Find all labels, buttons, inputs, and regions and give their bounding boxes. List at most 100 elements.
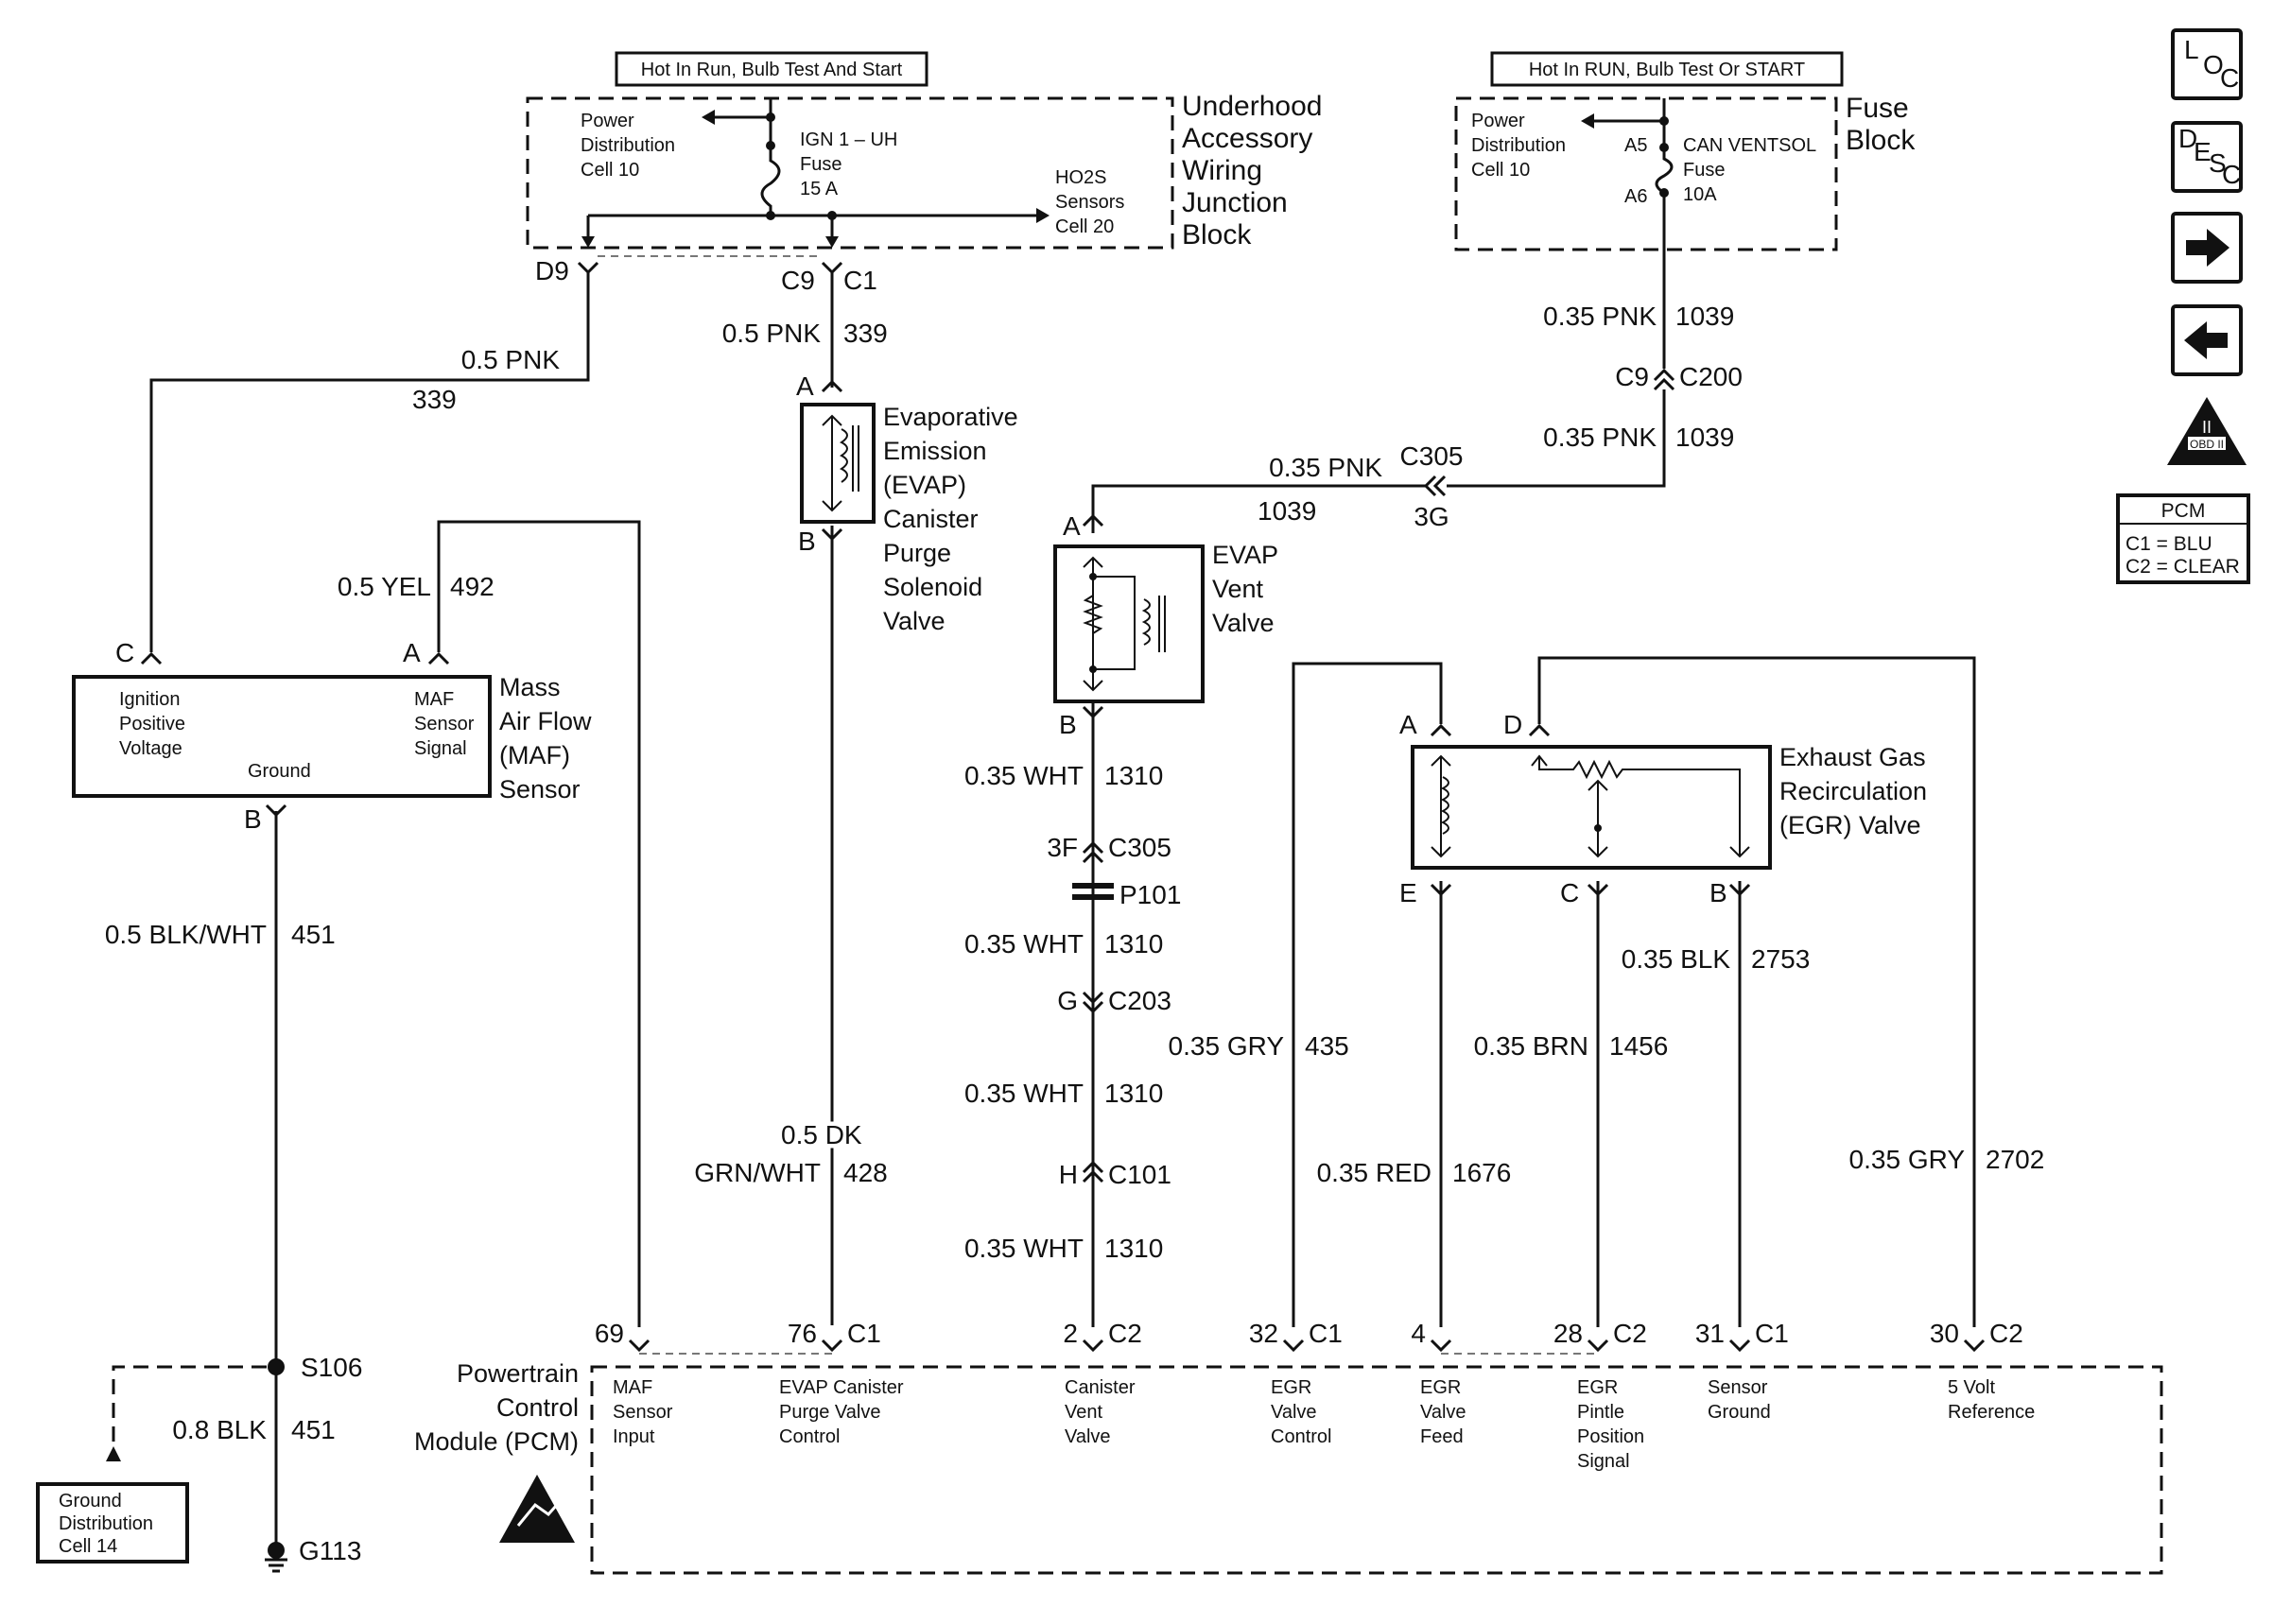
pcm-pin-terminal <box>1728 1339 1751 1353</box>
egr-valve: A D E C B Exhaust Gas Recirculation (EGR… <box>1399 710 1927 907</box>
ground-g113: G113 <box>299 1536 361 1565</box>
ground-wire-circuit: 451 <box>291 1415 336 1444</box>
pcm-pin-number: 30 <box>1930 1319 1959 1348</box>
pcm-module: Powertrain Control Module (PCM) <box>414 1353 2163 1575</box>
pcm-pin-terminal <box>628 1339 651 1353</box>
obd-triangle-icon <box>2167 397 2247 465</box>
maf-signal-label-3: Signal <box>414 738 467 759</box>
pcm-title: Powertrain <box>457 1359 579 1388</box>
obd-roman: II <box>2202 418 2212 437</box>
fuse-block-fuse-label: CAN VENTSOL <box>1683 135 1816 156</box>
vent-title-3: Valve <box>1212 609 1275 637</box>
desc-letter-c: C <box>2222 160 2241 189</box>
junction-pd-ref-2: Distribution <box>581 135 675 156</box>
purge-feed-gauge: 0.5 PNK <box>722 319 822 348</box>
purge-title-2: Emission <box>883 437 987 465</box>
purge-control-circuit: 428 <box>843 1158 888 1187</box>
maf-signal-label-2: Sensor <box>414 714 475 734</box>
purge-title-4: Canister <box>883 505 979 533</box>
fuse-block-fuse-label-3: 10A <box>1683 184 1717 205</box>
maf-pin-c: C <box>115 638 134 667</box>
vent-seg2-gauge: 0.35 WHT <box>964 929 1084 959</box>
connector-c200: C200 <box>1679 362 1743 391</box>
egr-ref-gauge: 0.35 GRY <box>1849 1145 1966 1174</box>
loc-button[interactable]: L O C <box>2171 28 2243 100</box>
pcm-pin-label: Valve <box>1065 1426 1111 1447</box>
vent-seg3-gauge: 0.35 WHT <box>964 1079 1084 1108</box>
connector-c305: C305 <box>1108 833 1171 862</box>
pcm-pin-label: Signal <box>1577 1451 1630 1472</box>
connector-c203: C203 <box>1108 986 1171 1015</box>
pcm-pin-connector: C2 <box>1989 1319 2023 1348</box>
pcm-pin-label: EGR <box>1577 1377 1618 1398</box>
desc-letter-e: E <box>2194 137 2212 166</box>
ground-ref-label-2: Distribution <box>59 1513 153 1534</box>
egr-title-3: (EGR) Valve <box>1779 811 1921 839</box>
maf-ground-circuit: 451 <box>291 920 336 949</box>
pcm-pin-label: Canister <box>1065 1377 1136 1398</box>
maf-ground-label: Ground <box>248 761 311 782</box>
connector-3g: 3G <box>1414 502 1449 531</box>
pcm-pin-label: Sensor <box>613 1402 673 1423</box>
vent-seg2-circuit: 1310 <box>1104 929 1163 959</box>
connector-h: H <box>1059 1160 1078 1189</box>
egr-pin-c: C <box>1560 878 1579 907</box>
pcm-pin-label: Sensor <box>1708 1377 1768 1398</box>
arrow-left-icon <box>2184 321 2228 359</box>
maf-title-3: (MAF) <box>499 741 570 769</box>
maf-signal-label: MAF <box>414 689 454 710</box>
vent-seg4-gauge: 0.35 WHT <box>964 1234 1084 1263</box>
junction-title: Underhood <box>1182 91 1322 122</box>
maf-title: Mass <box>499 673 561 701</box>
maf-pin-a: A <box>403 638 421 667</box>
pcm-pin-label: Vent <box>1065 1402 1102 1423</box>
pcm-pin-label: Valve <box>1271 1402 1317 1423</box>
pcm-pin-label: Control <box>779 1426 840 1447</box>
junction-pd-ref: Power <box>581 111 634 131</box>
egr-pin-e: E <box>1399 878 1417 907</box>
next-page-button[interactable] <box>2171 212 2243 284</box>
pcm-pin-connector: C2 <box>1613 1319 1647 1348</box>
pcm-pin-label: Valve <box>1420 1402 1466 1423</box>
maf-power-gauge: 0.5 PNK <box>461 345 561 374</box>
pcm-pin-label: MAF <box>613 1377 652 1398</box>
pcm-pin-number: 31 <box>1695 1319 1725 1348</box>
vent-feed-gauge: 0.35 PNK <box>1269 453 1382 482</box>
previous-page-button[interactable] <box>2171 304 2243 376</box>
maf-ign-label-3: Voltage <box>119 738 182 759</box>
fuse-block-a6: A6 <box>1624 186 1647 207</box>
pcm-pin-label: EVAP Canister <box>779 1377 904 1398</box>
pcm-pin-label: Input <box>613 1426 655 1447</box>
ground-ref-label-3: Cell 14 <box>59 1536 117 1557</box>
connector-c305-top: C305 <box>1400 441 1464 471</box>
maf-ground-gauge: 0.5 BLK/WHT <box>105 920 267 949</box>
pcm-pin-number: 32 <box>1249 1319 1278 1348</box>
junction-ho2s-ref-3: Cell 20 <box>1055 216 1114 237</box>
pcm-pin-label: Purge Valve <box>779 1402 880 1423</box>
fuse-feed-mid-circuit: 1039 <box>1675 423 1734 452</box>
desc-button[interactable]: D E S C <box>2171 121 2243 193</box>
junction-d9: D9 <box>535 256 569 285</box>
junction-ho2s-ref-2: Sensors <box>1055 192 1124 213</box>
obd-ii-button[interactable]: II OBD II <box>2167 397 2247 465</box>
purge-feed-circuit: 339 <box>843 319 888 348</box>
egr-pintle-circuit: 1456 <box>1609 1031 1668 1061</box>
fuse-block-hot-label: Hot In RUN, Bulb Test Or START <box>1529 60 1805 80</box>
loc-letter-c: C <box>2220 63 2239 93</box>
vent-seg1-gauge: 0.35 WHT <box>964 761 1084 790</box>
ground-distribution-ref: Ground Distribution Cell 14 <box>36 1482 189 1564</box>
egr-pin-a: A <box>1399 710 1417 739</box>
pcm-title-2: Control <box>496 1393 579 1422</box>
pcm-legend-c2: C2 = CLEAR <box>2126 556 2240 578</box>
maf-title-2: Air Flow <box>499 707 592 735</box>
vent-feed-circuit: 1039 <box>1258 496 1316 526</box>
purge-control-gauge-2: GRN/WHT <box>694 1158 821 1187</box>
